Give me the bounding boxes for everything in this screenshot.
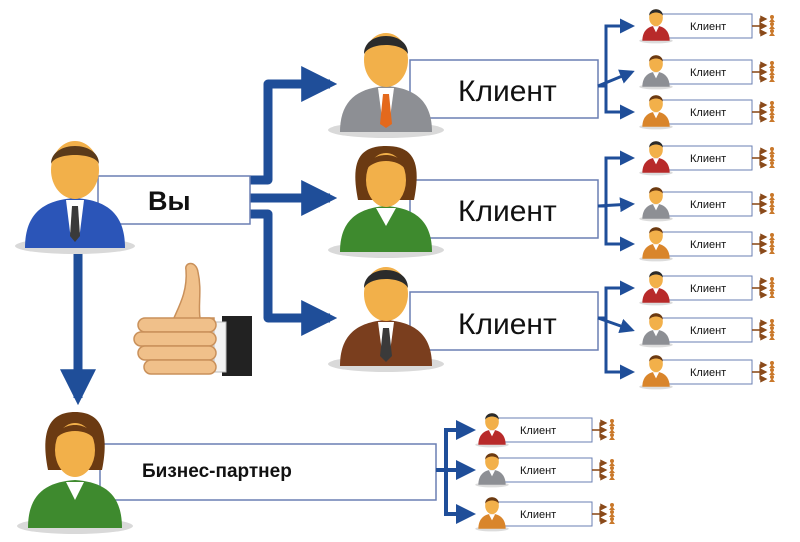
sub-client-node: Клиент <box>639 9 775 43</box>
sub-client-node: Клиент <box>639 95 775 129</box>
sub-client-label: Клиент <box>690 153 726 165</box>
you-node: Вы <box>15 141 250 254</box>
arrow-icon <box>592 503 615 524</box>
arrow-icon <box>592 459 615 480</box>
arrow-icon <box>752 147 775 168</box>
sub-client-label: Клиент <box>690 107 726 119</box>
client-connectors <box>598 26 632 372</box>
sub-client-node: Клиент <box>639 141 775 175</box>
client-node-1: Клиент <box>328 33 598 138</box>
arrow-you-to-client-3 <box>250 214 330 318</box>
sub-client-label: Клиент <box>690 199 726 211</box>
sub-client-node: Клиент <box>639 313 775 347</box>
arrow-icon <box>592 419 615 440</box>
sub-client-label: Клиент <box>520 465 556 477</box>
sub-client-label: Клиент <box>690 325 726 337</box>
sub-client-node: Клиент <box>639 187 775 221</box>
arrow-icon <box>752 361 775 382</box>
client-label: Клиент <box>458 308 557 341</box>
sub-client-label: Клиент <box>690 283 726 295</box>
sub-client-node: Клиент <box>475 413 615 447</box>
sub-clients: КлиентКлиентКлиентКлиентКлиентКлиентКлие… <box>639 9 775 389</box>
arrow-icon <box>752 193 775 214</box>
arrow-you-to-client-1 <box>250 84 330 180</box>
arrow-icon <box>752 61 775 82</box>
sub-client-label: Клиент <box>690 367 726 379</box>
sub-client-node: Клиент <box>475 497 615 531</box>
partner-node: Бизнес-партнер <box>17 412 436 534</box>
sub-client-label: Клиент <box>690 239 726 251</box>
you-label: Вы <box>148 186 191 216</box>
partner-arrows <box>436 430 472 514</box>
partner-label: Бизнес-партнер <box>142 461 292 482</box>
thumbs-up-icon <box>134 264 252 377</box>
sub-client-node: Клиент <box>639 271 775 305</box>
sub-client-node: Клиент <box>639 355 775 389</box>
sub-client-label: Клиент <box>690 21 726 33</box>
sub-client-label: Клиент <box>690 67 726 79</box>
sub-client-node: Клиент <box>475 453 615 487</box>
client-label: Клиент <box>458 195 557 228</box>
arrow-icon <box>752 101 775 122</box>
arrow-icon <box>752 233 775 254</box>
arrow-icon <box>752 277 775 298</box>
client-label: Клиент <box>458 75 557 108</box>
sub-client-label: Клиент <box>520 509 556 521</box>
sub-client-label: Клиент <box>520 425 556 437</box>
sub-client-node: Клиент <box>639 227 775 261</box>
client-node-2: Клиент <box>328 146 598 258</box>
client-node-3: Клиент <box>328 267 598 372</box>
arrow-icon <box>752 319 775 340</box>
sub-client-node: Клиент <box>639 55 775 89</box>
arrow-icon <box>752 15 775 36</box>
